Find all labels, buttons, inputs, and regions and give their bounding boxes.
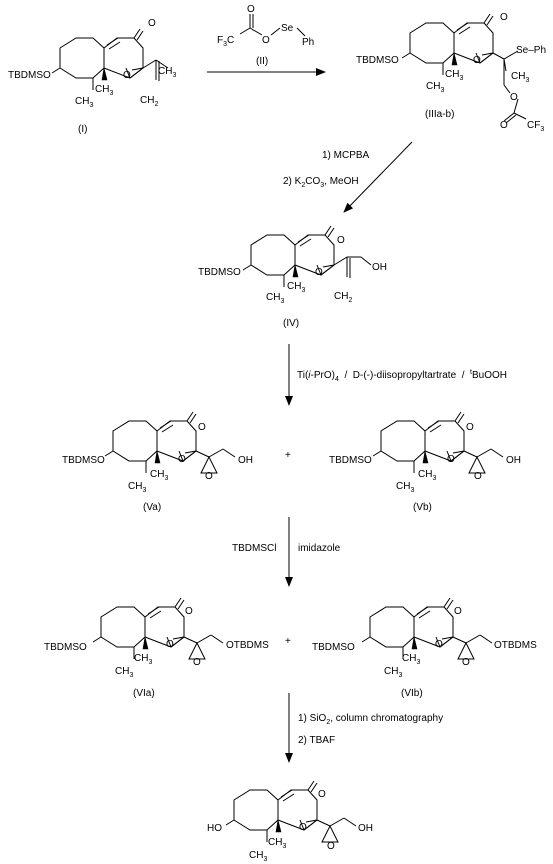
compound-IIIab-label: (IIIa-b) — [425, 109, 454, 120]
reagent-II-ester-o: O — [262, 35, 270, 46]
reagent-II-carbonyl-o: O — [247, 4, 255, 15]
compound-IIIab-ch3-c: CH3 — [511, 71, 529, 84]
step-3-reagents: Ti(i-PrO)4 / D-(-)-diisopropyltartrate /… — [297, 369, 507, 383]
compound-IIIab-tbdmso: TBDMSO — [356, 55, 399, 66]
compound-Va-oh: OH — [238, 455, 253, 466]
reagent-II-label: (II) — [256, 56, 268, 67]
compound-Vb-oh: OH — [506, 455, 521, 466]
compound-I-ketone-o: O — [148, 18, 156, 29]
compound-Vb-ketone-o: O — [466, 422, 474, 433]
step-5-line-1: 1) SiO2, column chromatography — [298, 713, 443, 726]
compound-IV-oh: OH — [372, 262, 387, 273]
compound-I-ch3-b: CH3 — [75, 96, 93, 109]
compound-Va-label: (Va) — [143, 502, 161, 513]
compound-Va-ketone-o: O — [198, 422, 206, 433]
compound-VIa-spiro-o: O — [193, 657, 201, 668]
compound-IV-epoxide-o: O — [315, 267, 323, 278]
compound-Va — [104, 411, 236, 474]
compound-IIIab-se-ph: Se–Ph — [516, 45, 546, 56]
compound-VIb-label: (VIb) — [401, 688, 423, 699]
compound-Va-epoxide-o: O — [178, 454, 186, 465]
compound-IV-tbdmso: TBDMSO — [198, 267, 241, 278]
compound-IIIab-acyl-o: O — [500, 120, 508, 131]
compound-IIIab-ch3-a: CH3 — [445, 69, 463, 82]
compound-I — [51, 28, 169, 91]
compound-final-ho: HO — [207, 823, 222, 834]
step-4-left: TBDMSCl — [232, 543, 276, 554]
compound-Va-spiro-o: O — [205, 471, 213, 482]
compound-Vb-spiro-o: O — [474, 471, 482, 482]
compound-Vb — [372, 411, 504, 474]
compound-VIa-label: (VIa) — [133, 688, 155, 699]
compound-Vb-label: (Vb) — [413, 502, 432, 513]
compound-IIIab-ketone-o: O — [500, 12, 508, 23]
compound-final-ch3-a: CH3 — [268, 837, 286, 850]
plus-sign-1: + — [285, 450, 291, 461]
compound-VIb-ketone-o: O — [454, 606, 462, 617]
compound-final-spiro-o: O — [327, 841, 335, 852]
compound-VIb-epoxide-o: O — [435, 639, 443, 650]
compound-I-ch3-top: CH3 — [158, 66, 176, 79]
compound-IV-ketone-o: O — [337, 235, 345, 246]
compound-IV-ch3-a: CH3 — [287, 281, 305, 294]
compound-I-label: (I) — [78, 124, 87, 135]
compound-VIb-spiro-o: O — [462, 657, 470, 668]
compound-VIa-epoxide-o: O — [166, 639, 174, 650]
reagent-II-ph: Ph — [302, 37, 314, 48]
compound-IV — [242, 225, 372, 288]
reagent-II-se: Se — [281, 23, 294, 34]
compound-IIIab-ch3-b: CH3 — [426, 81, 444, 94]
step-4-right: imidazole — [298, 543, 341, 554]
compound-IIIab-epoxide-o: O — [473, 55, 481, 66]
compound-final-oh: OH — [358, 823, 373, 834]
compound-I-tbdmso: TBDMSO — [8, 70, 51, 81]
compound-I-ch3-a: CH3 — [95, 84, 113, 97]
step-2-line-1: 1) MCPBA — [322, 150, 370, 161]
compound-IIIab-ester-o: O — [510, 92, 518, 103]
compound-Vb-ch3-a: CH3 — [418, 469, 436, 482]
compound-VIa-tbdmso: TBDMSO — [44, 642, 87, 653]
compound-final-epoxide-o: O — [299, 822, 307, 833]
compound-Vb-epoxide-o: O — [447, 454, 455, 465]
compound-Va-ch3-b: CH3 — [128, 481, 146, 494]
compound-final — [225, 780, 357, 843]
compound-Va-ch3-a: CH3 — [150, 469, 168, 482]
compound-VIa-otbdms: OTBDMS — [226, 640, 269, 651]
compound-Vb-ch3-b: CH3 — [396, 481, 414, 494]
compound-VIb-ch3-b: CH3 — [384, 666, 402, 679]
step-5-line-2: 2) TBAF — [298, 735, 335, 746]
compound-VIb-otbdms: OTBDMS — [494, 640, 537, 651]
compound-VIb-ch3-a: CH3 — [402, 653, 420, 666]
compound-IV-ch3-b: CH3 — [266, 292, 284, 305]
compound-VIa-ch3-b: CH3 — [115, 666, 133, 679]
compound-I-ch2: CH2 — [140, 95, 158, 108]
reagent-II — [239, 14, 306, 37]
compound-IIIab-cf3: CF3 — [527, 120, 544, 133]
compound-VIa — [92, 597, 224, 660]
compound-VIa-ketone-o: O — [185, 606, 193, 617]
arrow-step-2 — [343, 141, 413, 213]
compound-IV-label: (IV) — [283, 318, 299, 329]
compound-final-ketone-o: O — [318, 789, 326, 800]
compound-VIb-tbdmso: TBDMSO — [312, 642, 355, 653]
compound-VIa-ch3-a: CH3 — [134, 653, 152, 666]
compound-Va-tbdmso: TBDMSO — [62, 455, 105, 466]
compound-IV-ch2: CH2 — [334, 291, 352, 304]
compound-VIb — [361, 597, 493, 660]
compound-IIIab — [401, 13, 527, 124]
compound-I-epoxide-o: O — [123, 70, 131, 81]
step-2-line-2: 2) K2CO3, MeOH — [283, 176, 359, 189]
compound-Vb-tbdmso: TBDMSO — [329, 455, 372, 466]
plus-sign-2: + — [285, 636, 291, 647]
reagent-II-f3c: F3C — [217, 35, 234, 48]
compound-final-ch3-b: CH3 — [249, 850, 267, 863]
